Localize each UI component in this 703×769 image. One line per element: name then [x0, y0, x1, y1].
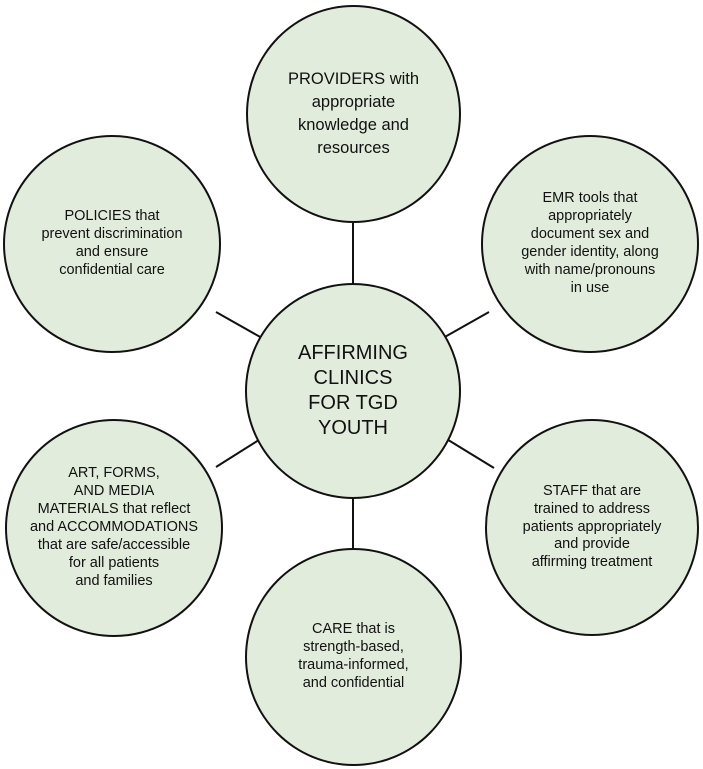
node-policies-label: POLICIES that prevent discrimination and…	[41, 208, 183, 278]
node-staff: STAFF that are trained to address patien…	[485, 419, 699, 636]
node-care-label: CARE that is strength-based, trauma-info…	[298, 621, 409, 691]
node-art-forms-label: ART, FORMS, AND MEDIA MATERIALS that ref…	[29, 465, 199, 589]
connector-staff	[444, 437, 495, 469]
node-providers-label: PROVIDERS with appropriate knowledge and…	[287, 70, 420, 157]
connector-art-forms	[215, 437, 263, 468]
connector-emr-tools	[442, 311, 490, 339]
node-staff-label: STAFF that are trained to address patien…	[522, 482, 662, 571]
node-emr-tools: EMR tools that appropriately document se…	[481, 135, 699, 353]
connector-policies	[215, 311, 263, 339]
node-care: CARE that is strength-based, trauma-info…	[245, 548, 462, 766]
node-art-forms: ART, FORMS, AND MEDIA MATERIALS that ref…	[5, 419, 223, 637]
node-providers: PROVIDERS with appropriate knowledge and…	[246, 5, 461, 223]
node-center-label: AFFIRMING CLINICS FOR TGD YOUTH	[298, 342, 408, 439]
node-emr-tools-label: EMR tools that appropriately document se…	[521, 190, 659, 296]
node-center-affirming-clinics: AFFIRMING CLINICS FOR TGD YOUTH	[245, 283, 461, 499]
node-policies: POLICIES that prevent discrimination and…	[3, 135, 221, 353]
